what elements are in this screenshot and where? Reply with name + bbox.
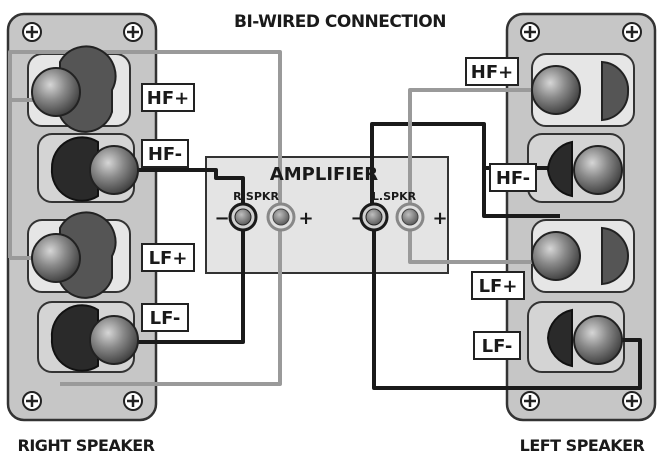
left-hf-minus-terminal — [546, 140, 623, 198]
amp-right-plus-post — [266, 202, 296, 232]
screw-icon — [123, 22, 143, 42]
right-hf-plus-terminal — [31, 45, 117, 133]
terminal-label: LF+ — [479, 276, 518, 297]
amp-right-minus-post — [228, 202, 258, 232]
amp-left-plus-post — [395, 202, 425, 232]
diagram-title: BI-WIRED CONNECTION — [234, 12, 446, 32]
screw-icon — [22, 22, 42, 42]
right-minus-sign: − — [214, 208, 229, 229]
right-channel-label: R.SPKR — [233, 190, 279, 203]
left-channel-label: L.SPKR — [372, 190, 417, 203]
right-positive-wire — [8, 50, 282, 386]
terminal-label: HF+ — [147, 88, 189, 109]
right-negative-wire — [118, 168, 245, 344]
screw-icon — [622, 391, 642, 411]
terminal-label: HF- — [148, 144, 182, 165]
left-hf-plus-terminal — [531, 60, 630, 122]
terminal-label: HF+ — [471, 62, 513, 83]
right-plus-sign: + — [298, 208, 313, 229]
screw-icon — [520, 391, 540, 411]
right-terminal-labels: HF+ HF- LF+ LF- — [141, 83, 195, 332]
amp-left-minus-post — [359, 202, 389, 232]
terminal-label: LF- — [150, 308, 181, 329]
left-speaker-caption: LEFT SPEAKER — [520, 436, 645, 455]
right-hf-minus-terminal — [50, 136, 139, 202]
terminal-label: LF- — [482, 336, 513, 357]
left-terminal-labels: HF+ HF- LF+ LF- — [465, 57, 537, 360]
right-lf-minus-terminal — [50, 304, 139, 372]
right-lf-plus-terminal — [31, 211, 117, 299]
screw-icon — [123, 391, 143, 411]
left-lf-minus-terminal — [546, 308, 623, 368]
left-plus-sign: + — [432, 208, 447, 229]
screw-icon — [622, 22, 642, 42]
left-lf-plus-terminal — [531, 226, 630, 286]
terminal-label: LF+ — [149, 248, 188, 269]
terminal-label: HF- — [496, 168, 530, 189]
screw-icon — [22, 391, 42, 411]
right-speaker-caption: RIGHT SPEAKER — [18, 436, 155, 455]
screw-icon — [520, 22, 540, 42]
left-positive-wire — [408, 88, 560, 264]
amplifier-label: AMPLIFIER — [270, 164, 378, 185]
